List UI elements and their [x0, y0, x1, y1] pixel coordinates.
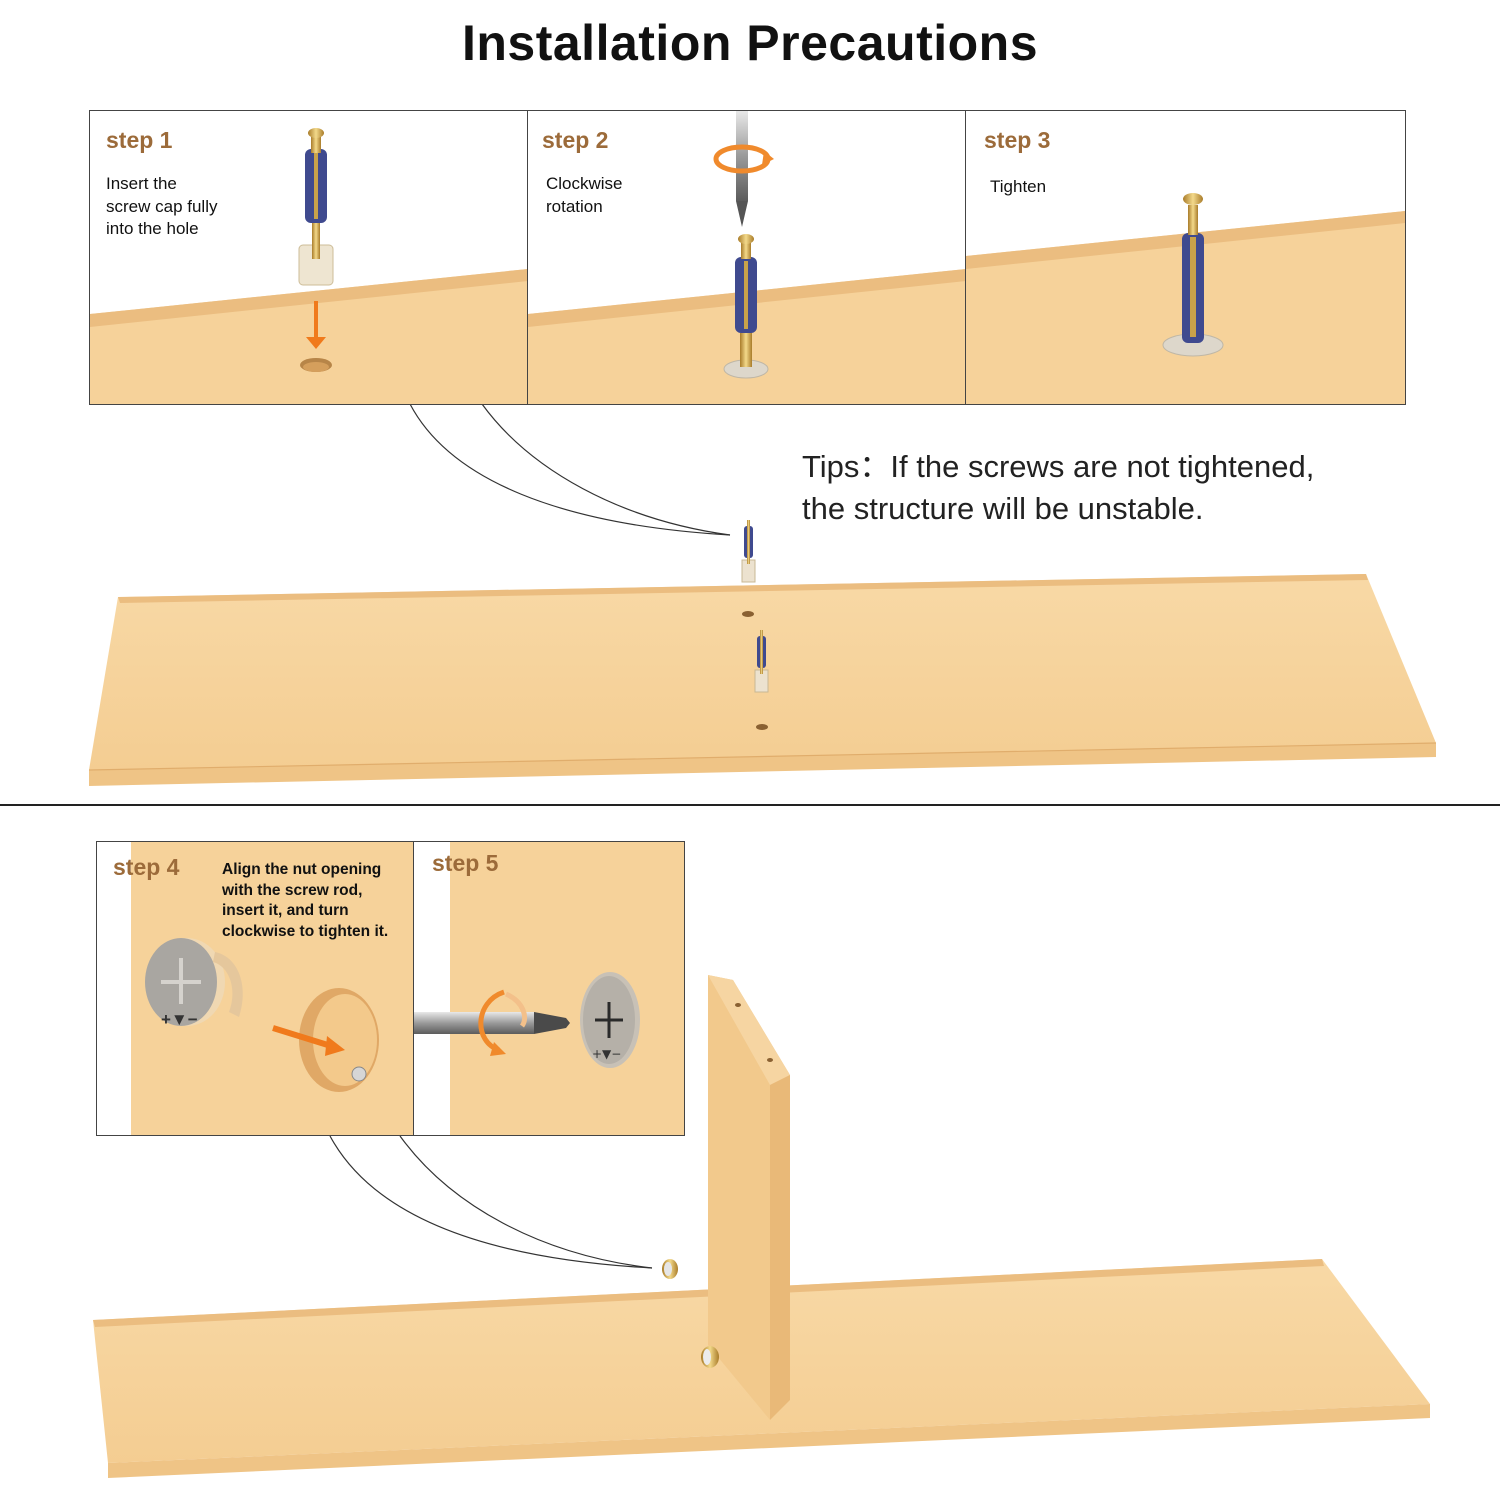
step-2-text: Clockwise rotation: [546, 173, 623, 218]
section-divider: [0, 804, 1500, 806]
step-4-text-line: with the screw rod,: [222, 881, 363, 899]
step-2-text-line: Clockwise: [546, 174, 623, 193]
step-1-text-line: into the hole: [106, 219, 199, 238]
tips-text: Tips：If the screws are not tightened, th…: [802, 446, 1314, 530]
step-1-illustration: [90, 128, 528, 404]
step-4-label: step 4: [113, 854, 180, 880]
step-5-illustration: +▼−: [414, 842, 684, 1135]
step-4-panel: step 4 +▼− Align the nut opening with th…: [97, 842, 414, 1135]
step-4-text-line: Align the nut opening: [222, 861, 382, 878]
step-5-label: step 5: [432, 850, 499, 876]
callout-line: [409, 403, 731, 536]
screw-icon: [754, 630, 769, 693]
vertical-panel: [708, 975, 790, 1420]
tips-line-2: the structure will be unstable.: [802, 491, 1204, 526]
step-2-panel: step 2 Clockwise rotation: [528, 111, 966, 404]
step-3-illustration: [966, 193, 1405, 404]
callout-line: [329, 1135, 653, 1269]
step-1-text: Insert the screw cap fully into the hole: [106, 173, 217, 241]
callout-line: [481, 403, 731, 536]
step-4-text-line: insert it, and turn: [222, 902, 349, 919]
step-3-text-line: Tighten: [990, 177, 1047, 196]
step-4-text-line: clockwise to tighten it.: [222, 922, 389, 940]
cam-nut-icon: [662, 1259, 678, 1279]
step-2-text-line: rotation: [546, 196, 603, 216]
step-1-label: step 1: [106, 127, 173, 153]
cam-nut-icon: [701, 1346, 719, 1368]
cam-lock-marks-icon: +▼−: [592, 1047, 621, 1061]
step-3-panel: step 3 Tighten: [966, 111, 1405, 404]
cam-lock-marks: +▼−: [161, 1010, 198, 1029]
step-1-panel: step 1 Insert the screw cap fully into t…: [90, 111, 528, 404]
step-4-illustration: [131, 842, 414, 1135]
screw-icon: [741, 520, 756, 583]
step-1-text-line: screw cap fully: [106, 196, 218, 216]
tips-line-1: Tips：If the screws are not tightened,: [802, 449, 1315, 484]
step-3-label: step 3: [984, 127, 1051, 153]
page-title: Installation Precautions: [461, 15, 1038, 71]
step-2-label: step 2: [542, 127, 609, 153]
step-4-text: Align the nut opening with the screw rod…: [222, 860, 388, 942]
step-1-text-line: Insert the: [106, 174, 177, 193]
step-3-text: Tighten: [990, 176, 1046, 199]
step-5-panel: +▼− step 5: [414, 842, 684, 1135]
callout-line: [399, 1135, 653, 1269]
step-2-illustration: [528, 111, 966, 404]
